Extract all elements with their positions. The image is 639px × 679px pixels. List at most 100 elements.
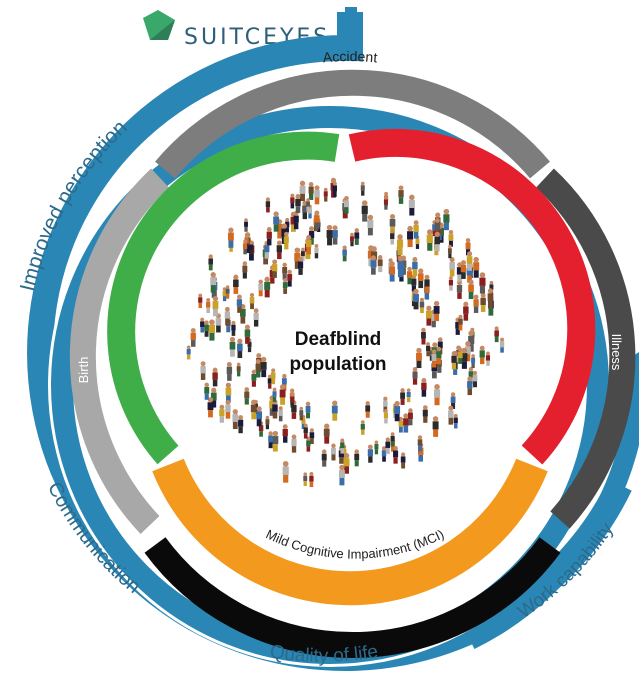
person-figure <box>419 297 425 314</box>
person-figure <box>266 227 272 246</box>
person-figure <box>468 279 474 300</box>
person-figure <box>226 361 233 381</box>
person-figure <box>279 384 286 405</box>
person-figure <box>309 471 314 488</box>
person-figure <box>208 254 214 271</box>
person-figure <box>398 416 404 433</box>
person-figure <box>242 239 248 255</box>
no-cognitive-arc <box>107 131 340 465</box>
person-figure <box>367 214 374 236</box>
person-figure <box>238 415 244 434</box>
person-figure <box>464 341 471 362</box>
person-figure <box>479 272 486 294</box>
person-figure <box>287 269 293 287</box>
person-figure <box>463 301 469 321</box>
person-figure <box>236 294 243 313</box>
person-figure <box>283 231 289 250</box>
person-figure <box>222 287 227 302</box>
person-figure <box>342 245 347 262</box>
person-figure <box>227 227 234 248</box>
person-figure <box>434 384 441 406</box>
person-figure <box>265 197 271 213</box>
cause-ring <box>69 69 636 659</box>
person-figure <box>370 255 377 275</box>
person-figure <box>461 347 468 369</box>
person-figure <box>397 255 404 278</box>
person-figure <box>207 397 214 418</box>
person-figure <box>305 401 311 419</box>
person-figure <box>499 337 505 353</box>
person-figure <box>447 244 452 259</box>
person-figure <box>400 452 406 469</box>
person-figure <box>249 241 254 255</box>
person-figure <box>448 405 454 425</box>
person-figure <box>412 256 418 277</box>
person-figure <box>332 181 338 197</box>
person-figure <box>297 256 304 275</box>
center-line-2: population <box>289 354 386 375</box>
person-figure <box>451 351 457 370</box>
person-figure <box>256 406 263 427</box>
person-figure <box>473 256 480 278</box>
person-figure <box>244 324 251 344</box>
person-figure <box>303 472 308 487</box>
person-figure <box>331 443 336 461</box>
person-figure <box>268 431 274 449</box>
person-figure <box>361 200 368 222</box>
person-figure <box>433 300 440 322</box>
person-figure <box>389 261 396 282</box>
person-figure <box>272 387 277 402</box>
person-figure <box>305 235 312 255</box>
person-figure <box>385 437 391 454</box>
person-figure <box>421 377 427 397</box>
person-figure <box>314 243 319 259</box>
person-figure <box>407 225 414 248</box>
person-figure <box>308 182 314 200</box>
person-figure <box>299 180 306 202</box>
person-figure <box>479 345 485 365</box>
person-figure <box>338 464 345 486</box>
svg-text:Accident: Accident <box>322 48 378 65</box>
person-figure <box>453 413 458 429</box>
person-figure <box>265 415 270 430</box>
person-figure <box>383 195 388 210</box>
accident-arc <box>155 69 550 179</box>
person-figure <box>457 347 463 364</box>
person-figure <box>308 226 315 245</box>
person-figure <box>394 400 401 422</box>
person-figure <box>295 194 301 213</box>
person-figure <box>273 211 280 232</box>
person-figure <box>472 370 478 388</box>
person-figure <box>400 388 406 405</box>
person-figure <box>377 255 383 273</box>
person-figure <box>200 361 206 380</box>
person-figure <box>272 259 278 278</box>
person-figure <box>200 317 205 333</box>
person-figure <box>426 229 433 251</box>
person-figure <box>354 228 360 245</box>
person-figure <box>434 231 441 252</box>
person-figure <box>255 359 261 378</box>
cognitive-arc <box>348 128 596 465</box>
person-figure <box>473 294 479 313</box>
person-figure <box>343 452 350 474</box>
person-figure <box>436 346 442 365</box>
person-figure <box>224 306 231 326</box>
person-figure <box>249 293 255 310</box>
person-figure <box>225 399 231 419</box>
person-figure <box>367 444 373 463</box>
person-figure <box>323 423 330 444</box>
person-figure <box>471 354 476 368</box>
person-figure <box>231 320 236 336</box>
person-figure <box>365 401 371 418</box>
person-figure <box>267 374 272 389</box>
person-figure <box>225 382 232 403</box>
person-figure <box>212 295 219 317</box>
center-line-1: Deafblind <box>295 329 382 350</box>
person-figure <box>186 345 191 360</box>
person-figure <box>468 330 475 352</box>
person-figure <box>421 327 426 345</box>
person-figure <box>390 229 395 245</box>
cognitive-ring <box>107 128 596 606</box>
